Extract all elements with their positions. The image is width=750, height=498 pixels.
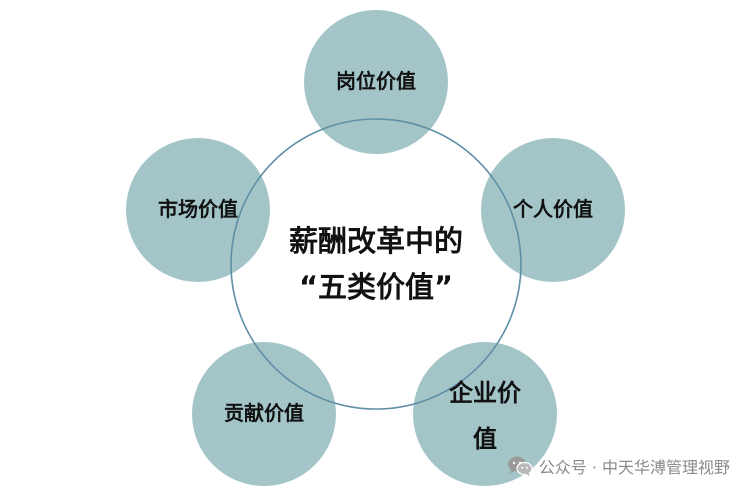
- watermark: 公众号 · 中天华溥管理视野: [507, 452, 730, 480]
- node-circle-contribution-value: [192, 342, 336, 486]
- node-circle-position-value: [304, 10, 448, 154]
- center-title-line1: 薪酬改革中的: [289, 224, 463, 258]
- center-ring: [230, 118, 522, 410]
- node-circle-enterprise-value: [413, 342, 557, 486]
- watermark-text: 公众号 · 中天华溥管理视野: [538, 458, 730, 477]
- node-label-enterprise-value-line2: 值: [473, 425, 497, 453]
- node-circle-market-value: [126, 138, 270, 282]
- wechat-icon: [507, 456, 533, 476]
- node-label-personal-value: 个人价值: [512, 197, 593, 221]
- node-label-contribution-value: 贡献价值: [224, 401, 304, 425]
- center-title-line2: “五类价值”: [299, 270, 453, 304]
- node-label-enterprise-value-line1: 企业价: [449, 379, 522, 407]
- node-circle-personal-value: [481, 138, 625, 282]
- node-label-position-value: 岗位价值: [336, 69, 416, 93]
- node-label-market-value: 市场价值: [158, 197, 238, 221]
